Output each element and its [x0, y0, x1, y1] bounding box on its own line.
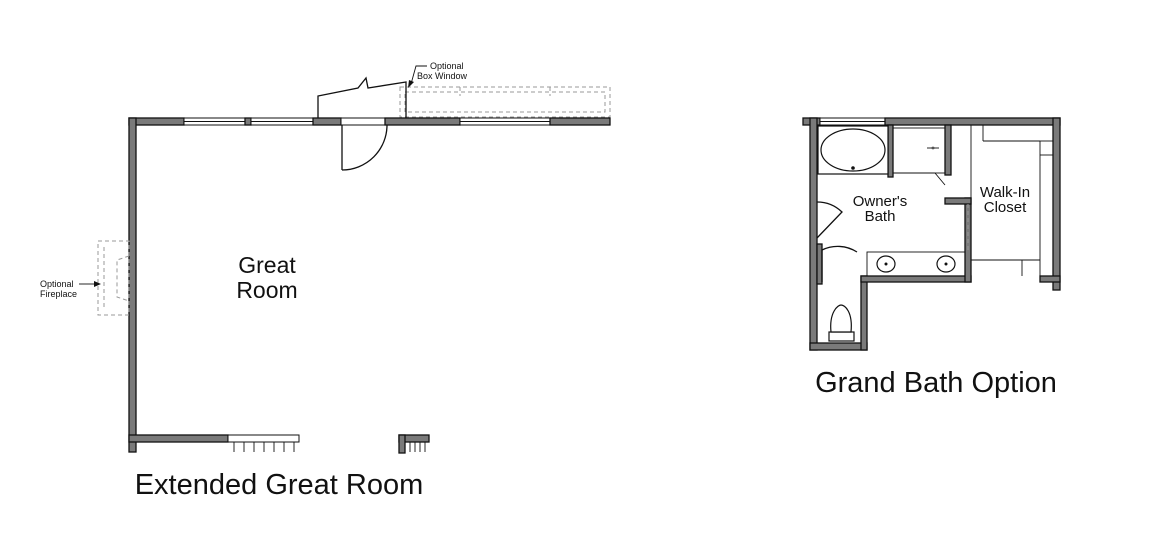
shower: [892, 127, 946, 186]
grand-bath-option-title: Grand Bath Option: [815, 367, 1057, 399]
box-window-note-line2: Box Window: [417, 71, 468, 81]
closet-shelving: [967, 125, 1053, 276]
fireplace-note-line2: Fireplace: [40, 289, 77, 299]
vanity: [866, 251, 966, 277]
great-room-label-line2: Room: [236, 277, 297, 303]
optional-box-window-outline: [399, 86, 611, 118]
owners-bath-label-line1: Owner's: [853, 193, 908, 210]
box-window-leader-arrow: [410, 65, 427, 85]
great-room-door: [341, 124, 388, 171]
box-window-note-line1: Optional: [430, 61, 464, 71]
optional-fireplace-outline: [97, 240, 130, 316]
box-window-note: Optional Box Window: [408, 61, 468, 88]
fireplace-note: Optional Fireplace: [40, 279, 101, 299]
wall-break-symbol: [317, 76, 407, 118]
walk-in-closet-label-line1: Walk-In: [980, 184, 1030, 201]
great-room-bottom-wall: [128, 434, 430, 454]
walk-in-closet-label-line2: Closet: [984, 199, 1027, 216]
extended-great-room-title: Extended Great Room: [135, 469, 424, 501]
grand-bath-plan: Owner's Bath Walk-In Closet Grand Bath O…: [802, 117, 1061, 399]
great-room-top-wall: [128, 117, 611, 126]
great-room-left-wall: [128, 117, 137, 453]
bath-doors: [816, 201, 858, 282]
toilet: [828, 304, 855, 342]
owners-bath-label-line2: Bath: [865, 208, 896, 225]
bathtub: [817, 125, 889, 175]
extended-great-room-plan: Great Room Optional Box Window Optional …: [40, 61, 611, 501]
great-room-label-line1: Great: [238, 252, 296, 278]
fireplace-note-line1: Optional: [40, 279, 74, 289]
